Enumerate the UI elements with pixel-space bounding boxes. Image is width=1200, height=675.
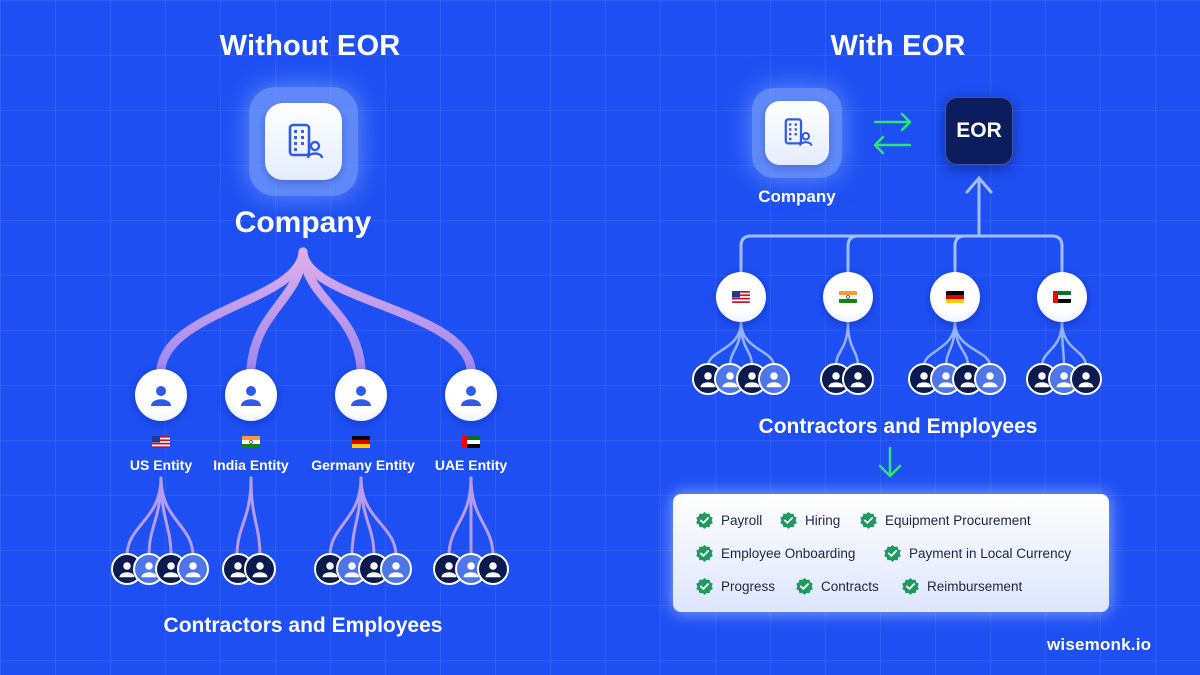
country-circle-india xyxy=(823,272,873,322)
country-circle-germany xyxy=(930,272,980,322)
us-flag-icon xyxy=(732,291,750,303)
person-avatar-icon xyxy=(1070,363,1102,395)
down-arrow xyxy=(878,446,902,478)
check-badge-icon xyxy=(883,544,902,563)
feature-payroll: Payroll xyxy=(695,511,762,530)
trunk-to-uae-entity xyxy=(298,247,476,373)
company-label-left: Company xyxy=(234,206,372,239)
india-flag-icon xyxy=(242,436,260,448)
india-flag-icon xyxy=(839,291,857,303)
entity-circle-india xyxy=(225,369,277,421)
trunk-to-us-entity xyxy=(156,247,308,373)
check-badge-icon xyxy=(695,544,714,563)
uae-flag-icon xyxy=(462,436,480,448)
company-tile-left xyxy=(249,87,358,196)
brand-footer: wisemonk.io xyxy=(1047,635,1152,654)
check-badge-icon xyxy=(695,511,714,530)
feature-payment-local-currency: Payment in Local Currency xyxy=(883,544,1071,563)
entity-label-india: India Entity xyxy=(213,457,289,473)
person-icon xyxy=(241,386,261,406)
check-badge-icon xyxy=(779,511,798,530)
entity-circle-us xyxy=(135,369,187,421)
person-avatar-icon xyxy=(477,553,509,585)
eor-box: EOR xyxy=(945,97,1013,165)
entity-circle-uae xyxy=(445,369,497,421)
person-avatar-icon xyxy=(244,553,276,585)
right-contractors-label: Contractors and Employees xyxy=(758,415,1038,438)
feature-contracts: Contracts xyxy=(795,577,879,596)
entity-label-us: US Entity xyxy=(129,457,193,473)
us-flag-icon xyxy=(152,436,170,448)
trunk-to-india-entity xyxy=(246,247,308,373)
check-badge-icon xyxy=(901,577,920,596)
germany-flag-icon xyxy=(946,291,964,303)
building-person-icon xyxy=(288,123,323,158)
person-avatar-icon xyxy=(177,553,209,585)
country-circle-uae xyxy=(1037,272,1087,322)
germany-flag-icon xyxy=(352,436,370,448)
person-icon xyxy=(351,386,371,406)
person-avatar-icon xyxy=(380,553,412,585)
person-avatar-icon xyxy=(842,363,874,395)
company-tile-right xyxy=(752,88,842,178)
left-heading: Without EOR xyxy=(219,30,401,62)
entity-label-uae: UAE Entity xyxy=(434,457,508,473)
company-label-right: Company xyxy=(758,187,836,206)
check-badge-icon xyxy=(795,577,814,596)
entity-circle-germany xyxy=(335,369,387,421)
right-heading: With EOR xyxy=(830,30,966,62)
exchange-arrows xyxy=(873,112,912,155)
left-bottom-label: Contractors and Employees xyxy=(163,614,443,637)
person-icon xyxy=(151,386,171,406)
trunk-to-germany-entity xyxy=(298,247,366,373)
person-icon xyxy=(461,386,481,406)
feature-progress: Progress xyxy=(695,577,775,596)
feature-employee-onboarding: Employee Onboarding xyxy=(695,544,855,563)
person-avatar-icon xyxy=(758,363,790,395)
building-person-icon xyxy=(784,118,813,147)
check-badge-icon xyxy=(695,577,714,596)
feature-equipment-procurement: Equipment Procurement xyxy=(859,511,1031,530)
features-panel: Payroll Hiring Equipment Procurement Emp… xyxy=(673,494,1109,612)
feature-hiring: Hiring xyxy=(779,511,840,530)
entity-label-germany: Germany Entity xyxy=(311,457,415,473)
country-circle-us xyxy=(716,272,766,322)
feature-reimbursement: Reimbursement xyxy=(901,577,1022,596)
check-badge-icon xyxy=(859,511,878,530)
person-avatar-icon xyxy=(974,363,1006,395)
uae-flag-icon xyxy=(1053,291,1071,303)
